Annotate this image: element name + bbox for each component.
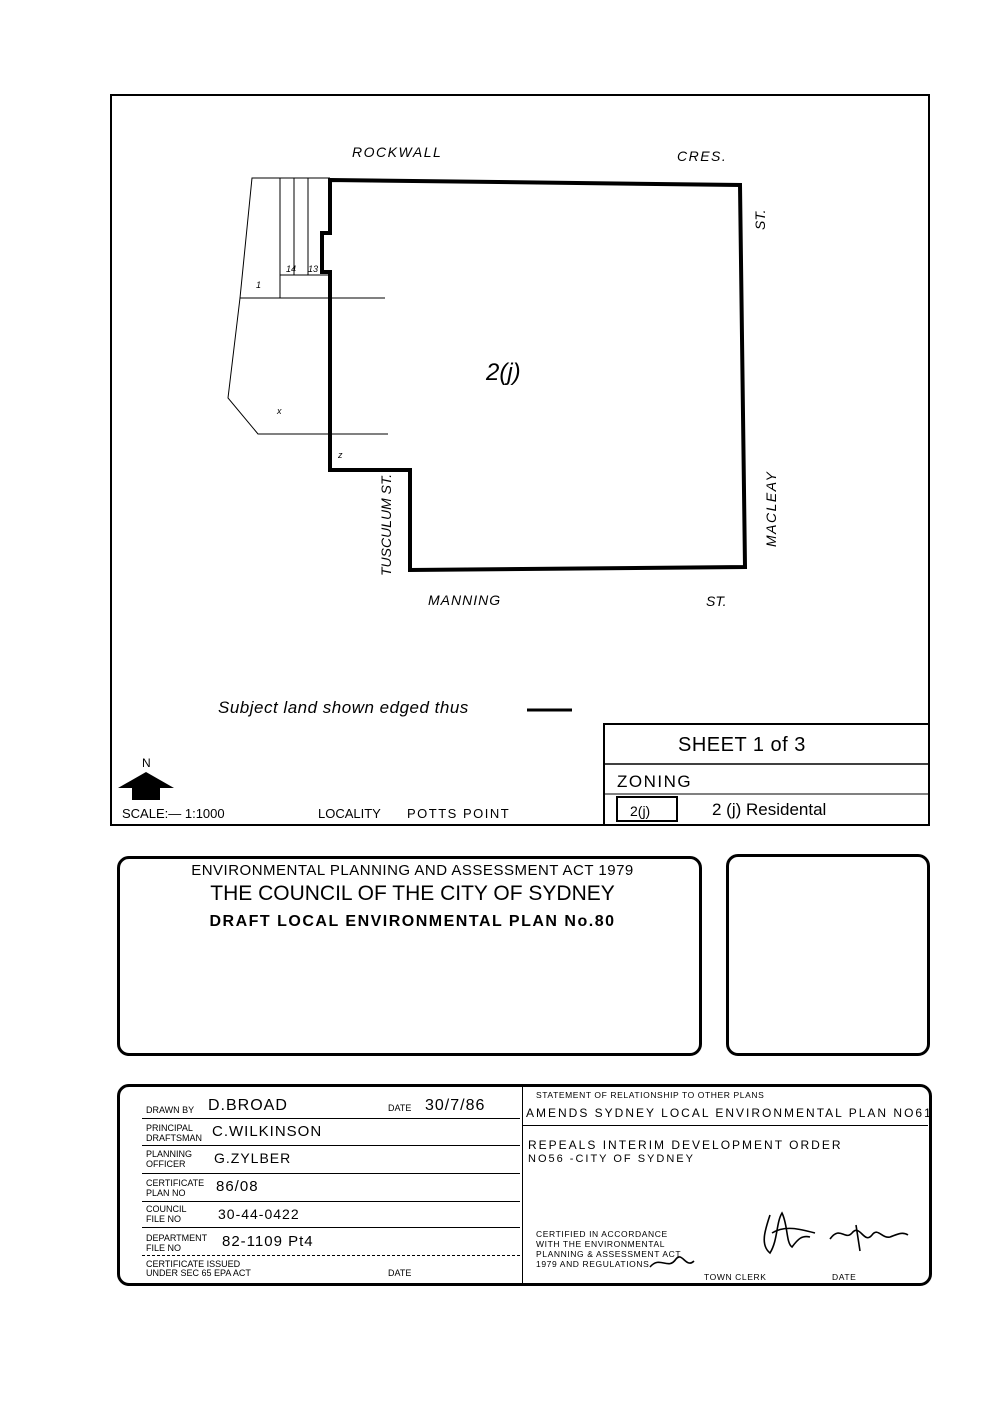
certified-line-2: WITH THE ENVIRONMENTAL xyxy=(536,1239,666,1249)
map-frame: ROCKWALL CRES. ST. MACLEAY TUSCULUM ST. … xyxy=(110,94,930,826)
cert-label-2: PLAN No xyxy=(146,1188,186,1198)
cert-label-1: CERTIFICATE xyxy=(146,1178,205,1188)
zone-code: 2(j) xyxy=(630,803,650,819)
cert-value: 86/08 xyxy=(216,1178,259,1195)
signature-side-box xyxy=(726,854,930,1056)
details-box: DRAWN BY D.BROAD DATE 30/7/86 PRINCIPAL … xyxy=(117,1084,932,1286)
lot-label-x: x xyxy=(276,406,282,416)
lot-label-z: z xyxy=(337,450,343,460)
street-cres: CRES. xyxy=(677,148,727,164)
principal-value: C.WILKINSON xyxy=(212,1123,323,1140)
signature-icon xyxy=(649,1211,909,1268)
street-manning: MANNING xyxy=(428,592,501,608)
street-tusculum: TUSCULUM ST. xyxy=(378,474,394,576)
council-file-label-1: COUNCIL xyxy=(146,1204,187,1214)
planning-value: G.ZYLBER xyxy=(214,1150,292,1166)
lot-label-1: 1 xyxy=(256,280,261,290)
zone-description: 2 (j) Residental xyxy=(712,800,826,819)
statement-repeals-1: REPEALS INTERIM DEVELOPMENT ORDER xyxy=(528,1138,843,1152)
certified-date-label: DATE xyxy=(832,1272,857,1282)
street-rockwall: ROCKWALL xyxy=(352,144,442,160)
drawn-by-label: DRAWN BY xyxy=(146,1105,195,1115)
statement-heading: STATEMENT OF RELATIONSHIP TO OTHER PLANS xyxy=(536,1090,765,1100)
dept-file-label-2: FILE No xyxy=(146,1243,182,1253)
sheet-number: SHEET 1 of 3 xyxy=(678,734,806,756)
locality-label: LOCALITY xyxy=(318,806,381,821)
street-st-top-right: ST. xyxy=(752,210,768,231)
council-file-label-2: FILE No xyxy=(146,1214,182,1224)
principal-label-2: DRAFTSMAN xyxy=(146,1133,202,1143)
date-label: DATE xyxy=(388,1103,412,1113)
plan-title-box: ENVIRONMENTAL PLANNING AND ASSESSMENT AC… xyxy=(117,856,702,1056)
planning-label-1: PLANNING xyxy=(146,1149,193,1159)
certified-line-3: PLANNING & ASSESSMENT ACT xyxy=(536,1249,682,1259)
date-value: 30/7/86 xyxy=(425,1097,486,1114)
north-label: N xyxy=(142,756,151,770)
drawn-by-value: D.BROAD xyxy=(208,1097,288,1114)
statement-amends: AMENDS SYDNEY LOCAL ENVIRONMENTAL PLAN N… xyxy=(526,1106,933,1120)
issued-label-2: UNDER SEC 65 EPA ACT xyxy=(146,1268,251,1278)
principal-label-1: PRINCIPAL xyxy=(146,1123,193,1133)
issued-date-label: DATE xyxy=(388,1268,412,1278)
details-divider xyxy=(522,1087,523,1283)
locality-value: POTTS POINT xyxy=(407,806,510,821)
dept-file-value: 82-1109 Pt4 xyxy=(222,1233,314,1250)
north-arrow-icon xyxy=(118,772,174,800)
act-title: ENVIRONMENTAL PLANNING AND ASSESSMENT AC… xyxy=(191,862,634,879)
lot-label-14: 14 xyxy=(286,264,296,274)
statement-repeals-2: No56 -CITY OF SYDNEY xyxy=(528,1153,695,1165)
council-title: THE COUNCIL OF THE CITY OF SYDNEY xyxy=(210,882,615,905)
town-clerk-label: TOWN CLERK xyxy=(704,1272,767,1282)
planning-label-2: OFFICER xyxy=(146,1159,186,1169)
subject-land-outline xyxy=(320,177,748,573)
certified-line-4: 1979 AND REGULATIONS xyxy=(536,1259,650,1269)
legend-text: Subject land shown edged thus xyxy=(218,698,469,717)
street-macleay: MACLEAY xyxy=(763,470,779,547)
zone-label: 2(j) xyxy=(485,359,521,386)
street-st-bottom: ST. xyxy=(706,593,727,609)
scale-text: SCALE:— 1:1000 xyxy=(122,806,225,821)
plan-title: DRAFT LOCAL ENVIRONMENTAL PLAN No.80 xyxy=(209,913,616,930)
dept-file-label-1: DEPARTMENT xyxy=(146,1233,208,1243)
issued-label-1: CERTIFICATE ISSUED xyxy=(146,1259,241,1269)
sheet-zoning-box xyxy=(603,723,930,826)
zoning-heading: ZONING xyxy=(617,772,692,791)
zone-code-swatch xyxy=(616,796,678,822)
lot-label-13: 13 xyxy=(308,264,318,274)
certified-line-1: CERTIFIED IN ACCORDANCE xyxy=(536,1229,668,1239)
council-file-value: 30-44-0422 xyxy=(218,1206,300,1222)
adjoining-lots xyxy=(227,177,388,435)
